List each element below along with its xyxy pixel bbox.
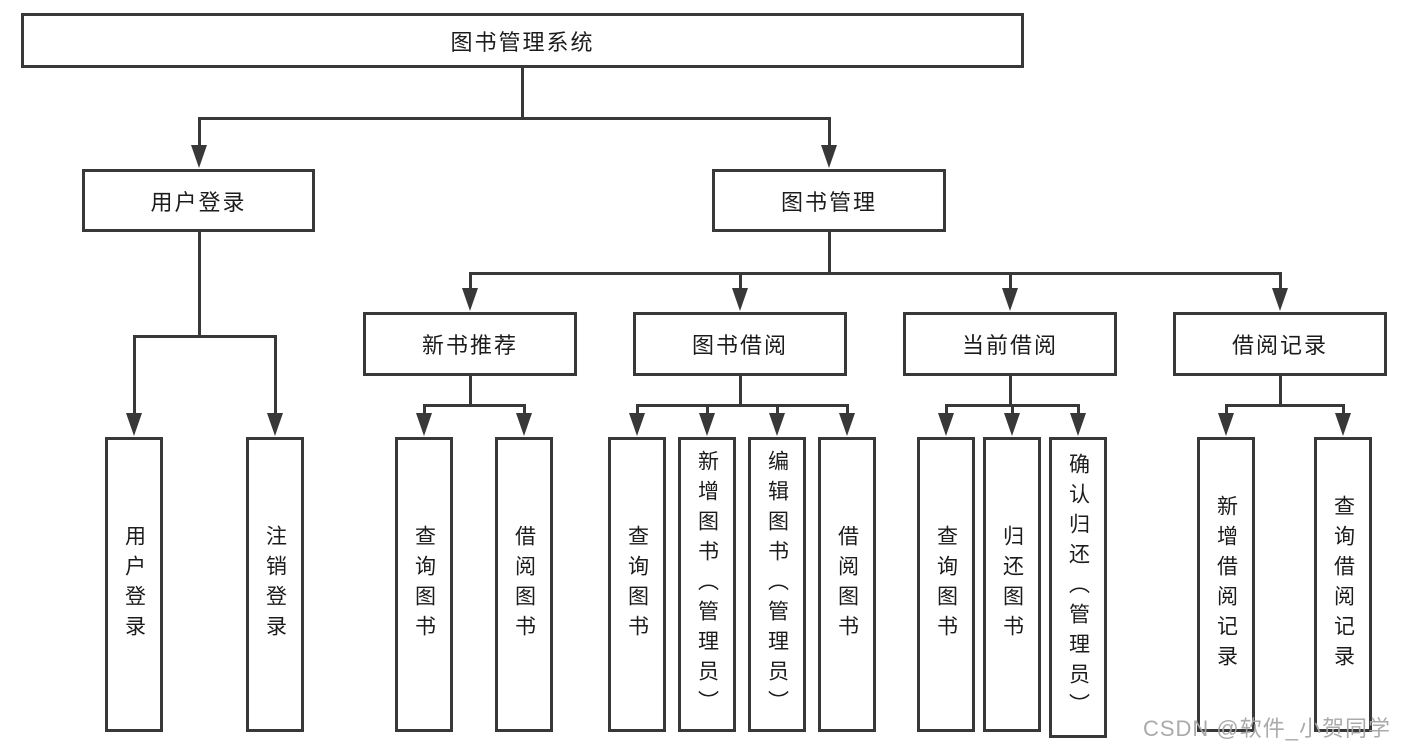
node-label: 用户登录 [150, 189, 247, 215]
connector-line [468, 271, 1282, 275]
node-new-book-recommend: 新书推荐 [363, 312, 577, 376]
connector-line [1010, 405, 1014, 416]
arrowhead-down-icon [839, 413, 855, 436]
arrowhead-down-icon [267, 413, 283, 436]
connector-line [944, 405, 948, 416]
arrowhead-down-icon [821, 145, 837, 168]
connector-line [1076, 405, 1080, 416]
connector-line [635, 405, 639, 416]
node-label: 查询借阅记录 [1331, 494, 1355, 675]
node-label: 编辑图书（管理员） [765, 449, 789, 720]
watermark: CSDN @软件_小贺同学 [1142, 716, 1391, 741]
node-root-system: 图书管理系统 [21, 13, 1024, 68]
arrowhead-down-icon [1218, 413, 1234, 436]
arrowhead-down-icon [699, 413, 715, 436]
node-label: 查询图书 [412, 524, 436, 645]
node-label: 借阅图书 [512, 524, 536, 645]
connector-line [1008, 376, 1012, 405]
connector-line [522, 405, 526, 416]
node-leaf-add-book: 新增图书（管理员） [678, 437, 736, 732]
connector-line [197, 232, 201, 336]
arrowhead-down-icon [1272, 288, 1288, 311]
arrowhead-down-icon [629, 413, 645, 436]
connector-line [520, 68, 524, 118]
node-label: 新书推荐 [421, 333, 518, 358]
node-leaf-query-book-1: 查询图书 [395, 437, 453, 732]
connector-line [827, 232, 831, 273]
connector-line [468, 376, 472, 405]
node-label: 新增借阅记录 [1214, 494, 1238, 675]
node-book-borrowing: 图书借阅 [633, 312, 847, 376]
node-label: 借阅记录 [1231, 333, 1328, 358]
connector-line [845, 405, 849, 416]
node-leaf-return-book: 归还图书 [983, 437, 1041, 732]
node-leaf-confirm-return: 确认归还（管理员） [1049, 437, 1107, 738]
connector-line [1224, 405, 1228, 416]
node-label: 查询图书 [625, 524, 649, 645]
arrowhead-down-icon [732, 288, 748, 311]
arrowhead-down-icon [1335, 413, 1351, 436]
arrowhead-down-icon [191, 145, 207, 168]
node-borrowing-records: 借阅记录 [1173, 312, 1387, 376]
arrowhead-down-icon [1002, 288, 1018, 311]
node-leaf-borrow-book-1: 借阅图书 [495, 437, 553, 732]
connector-line [197, 116, 831, 120]
arrowhead-down-icon [516, 413, 532, 436]
node-leaf-borrow-book-2: 借阅图书 [818, 437, 876, 732]
node-book-management: 图书管理 [712, 169, 946, 232]
connector-line [738, 273, 742, 291]
connector-line [1341, 405, 1345, 416]
arrowhead-down-icon [462, 288, 478, 311]
node-label: 图书管理系统 [450, 29, 595, 55]
node-label: 借阅图书 [835, 524, 859, 645]
connector-line [635, 403, 849, 407]
connector-line [1224, 403, 1345, 407]
connector-line [197, 118, 201, 148]
node-leaf-query-book-3: 查询图书 [917, 437, 975, 732]
node-leaf-logout: 注销登录 [246, 437, 304, 732]
connector-line [422, 403, 526, 407]
node-label: 用户登录 [122, 524, 146, 645]
node-label: 新增图书（管理员） [695, 449, 719, 720]
connector-line [132, 336, 136, 416]
connector-line [775, 405, 779, 416]
arrowhead-down-icon [938, 413, 954, 436]
node-label: 查询图书 [934, 524, 958, 645]
node-label: 确认归还（管理员） [1066, 452, 1090, 723]
connector-line [705, 405, 709, 416]
node-user-login: 用户登录 [82, 169, 315, 232]
node-leaf-add-borrow-record: 新增借阅记录 [1197, 437, 1255, 732]
node-label: 归还图书 [1000, 524, 1024, 645]
node-label: 图书借阅 [691, 333, 788, 358]
arrowhead-down-icon [126, 413, 142, 436]
connector-line [1278, 376, 1282, 405]
arrowhead-down-icon [1070, 413, 1086, 436]
node-current-borrowing: 当前借阅 [903, 312, 1117, 376]
node-label: 当前借阅 [961, 333, 1058, 358]
connector-line [468, 273, 472, 291]
connector-line [827, 118, 831, 148]
node-label: 注销登录 [263, 524, 287, 645]
node-leaf-query-borrow-record: 查询借阅记录 [1314, 437, 1372, 732]
arrowhead-down-icon [416, 413, 432, 436]
node-label: 图书管理 [780, 189, 877, 215]
connector-line [738, 376, 742, 405]
node-leaf-user-login: 用户登录 [105, 437, 163, 732]
node-leaf-query-book-2: 查询图书 [608, 437, 666, 732]
arrowhead-down-icon [769, 413, 785, 436]
connector-line [1008, 273, 1012, 291]
connector-line [132, 334, 277, 338]
connector-line [422, 405, 426, 416]
node-leaf-edit-book: 编辑图书（管理员） [748, 437, 806, 732]
connector-line [1278, 273, 1282, 291]
connector-line [273, 336, 277, 416]
arrowhead-down-icon [1004, 413, 1020, 436]
